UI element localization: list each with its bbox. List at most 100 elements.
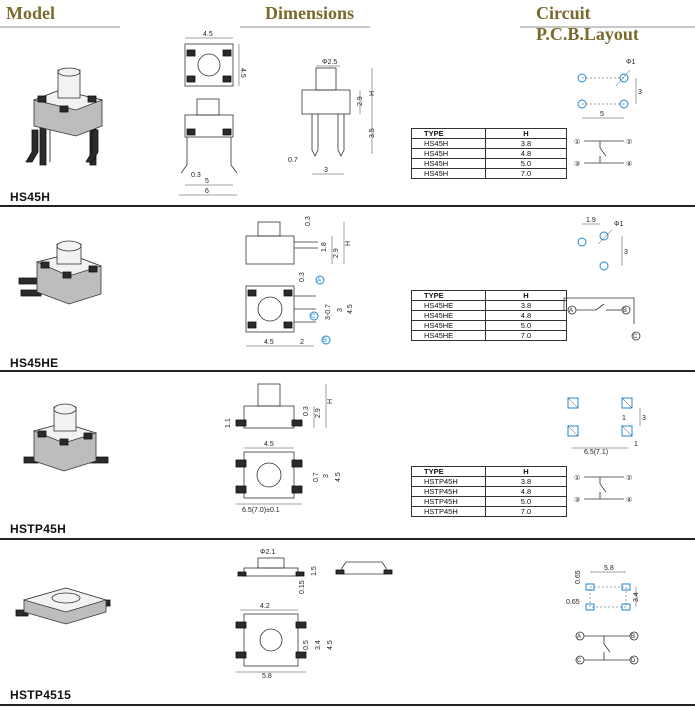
hstp45h-pcb-layout: 1 3 1 6.5(7.1) ① ② ③ ④ [567,397,646,504]
dim-label: 6 [205,188,209,195]
dim-label: 3-0.7 [325,304,332,320]
dim-label: 5 [205,178,209,185]
dim-label: 1.1 [225,418,232,428]
pin-label: C [577,658,582,664]
hstp4515-product-image [15,587,111,625]
dim-label: H [345,241,352,246]
table-header: H [485,466,567,477]
header: Model Dimensions Circuit P.C.B.Layout [0,0,695,44]
model-name: HSTP45H [10,522,67,536]
header-underline-model [0,26,120,28]
row-divider [0,205,695,207]
dim-label: 1.5 [311,566,318,576]
dim-label: 5.8 [262,673,272,680]
dim-label: 1.8 [321,242,328,252]
dim-label: 0.15 [299,580,306,594]
dim-label: 4.5 [327,640,334,650]
dim-label: Φ2.1 [260,549,275,556]
pin-label: B [323,338,327,344]
dim-label: 4.2 [260,603,270,610]
model-name: HSTP4515 [10,688,72,702]
dim-label: 2 [300,339,304,346]
table-header: TYPE [411,290,486,301]
dim-label: 0.65 [566,599,580,606]
hstp4515-pcb-layout: 5.8 0.65 0.65 3.4 A B C D [566,565,640,665]
dim-label: 3.5 [369,128,376,138]
dim-label: 1.9 [586,217,596,224]
dim-label: 2.9 [315,408,322,418]
dim-label: Φ1 [626,59,636,66]
hs45h-top-view: 4.5 4.5 [184,31,246,87]
dim-label: 3.4 [315,640,322,650]
hstp45h-product-image [23,403,109,472]
dim-label: 3 [624,249,628,256]
hs45he-pcb-layout: 1.9 Φ1 3 A B C [563,217,641,341]
hs45he-product-image [18,240,103,305]
pin-label: ③ [574,160,580,168]
dim-label: 3 [324,167,328,174]
dim-label: 0.65 [575,570,582,584]
dim-label: 0.5 [303,640,310,650]
hs45he-dimension-views: 0.3 1.8 2.9 H 0.3 A C B 3-0.7 3 4.5 4.5 … [245,216,354,347]
dim-label: 4.5 [239,68,246,78]
dim-label: 3.4 [633,592,640,602]
pin-label: ④ [626,496,632,504]
dim-label: 3 [323,474,330,478]
table-header: H [485,290,567,301]
dim-label: 0.3 [299,272,306,282]
pin-label: C [311,314,316,320]
dim-label: H [369,91,376,96]
dim-label: 4.5 [264,339,274,346]
pin-label: ② [626,138,632,146]
pin-label: A [317,278,321,284]
pin-label: ④ [626,160,632,168]
dim-label: 1 [622,415,626,422]
header-dimensions: Dimensions [265,3,355,23]
dim-label: 4.5 [335,472,342,482]
dim-label: Φ1 [614,221,624,228]
dim-label: 0.3 [305,216,312,226]
table-header: TYPE [411,128,486,139]
table-header: TYPE [411,466,486,477]
pin-label: A [577,634,581,640]
dim-label: 1 [634,441,638,448]
hstp4515-dimension-views: Φ2.1 1.5 0.15 4.2 0.5 3.4 4.5 5.8 [235,549,393,680]
dim-label: 6.5(7.0)±0.1 [242,507,280,514]
dim-label: H [327,399,334,404]
pin-label: ① [574,138,580,146]
model-name: HS45H [10,190,51,204]
header-layout: Circuit P.C.B.Layout [536,3,639,44]
dim-label: 2.9 [357,96,364,106]
pin-label: D [631,658,636,664]
model-name: HS45HE [10,356,59,370]
pin-label: B [623,308,627,314]
pin-label: B [631,634,635,640]
dim-label: 4.5 [347,304,354,314]
dim-label: 0.7 [288,157,298,164]
dim-label: 3 [642,415,646,422]
pin-label: ③ [574,496,580,504]
row-divider [0,538,695,540]
hs45h-product-image [25,67,104,166]
hs45h-front-view: 0.3 5 6 [179,98,238,196]
header-underline-dimensions [240,26,370,28]
pin-label: ① [574,474,580,482]
row-divider [0,370,695,372]
hstp45h-dimension-views: 1.1 0.3 2.9 H 4.5 0.7 3 4.5 6.5(7.0)±0.1 [225,383,342,514]
dim-label: 3 [638,89,642,96]
dim-label: 4.5 [264,441,274,448]
dim-label: 0.3 [191,172,201,179]
